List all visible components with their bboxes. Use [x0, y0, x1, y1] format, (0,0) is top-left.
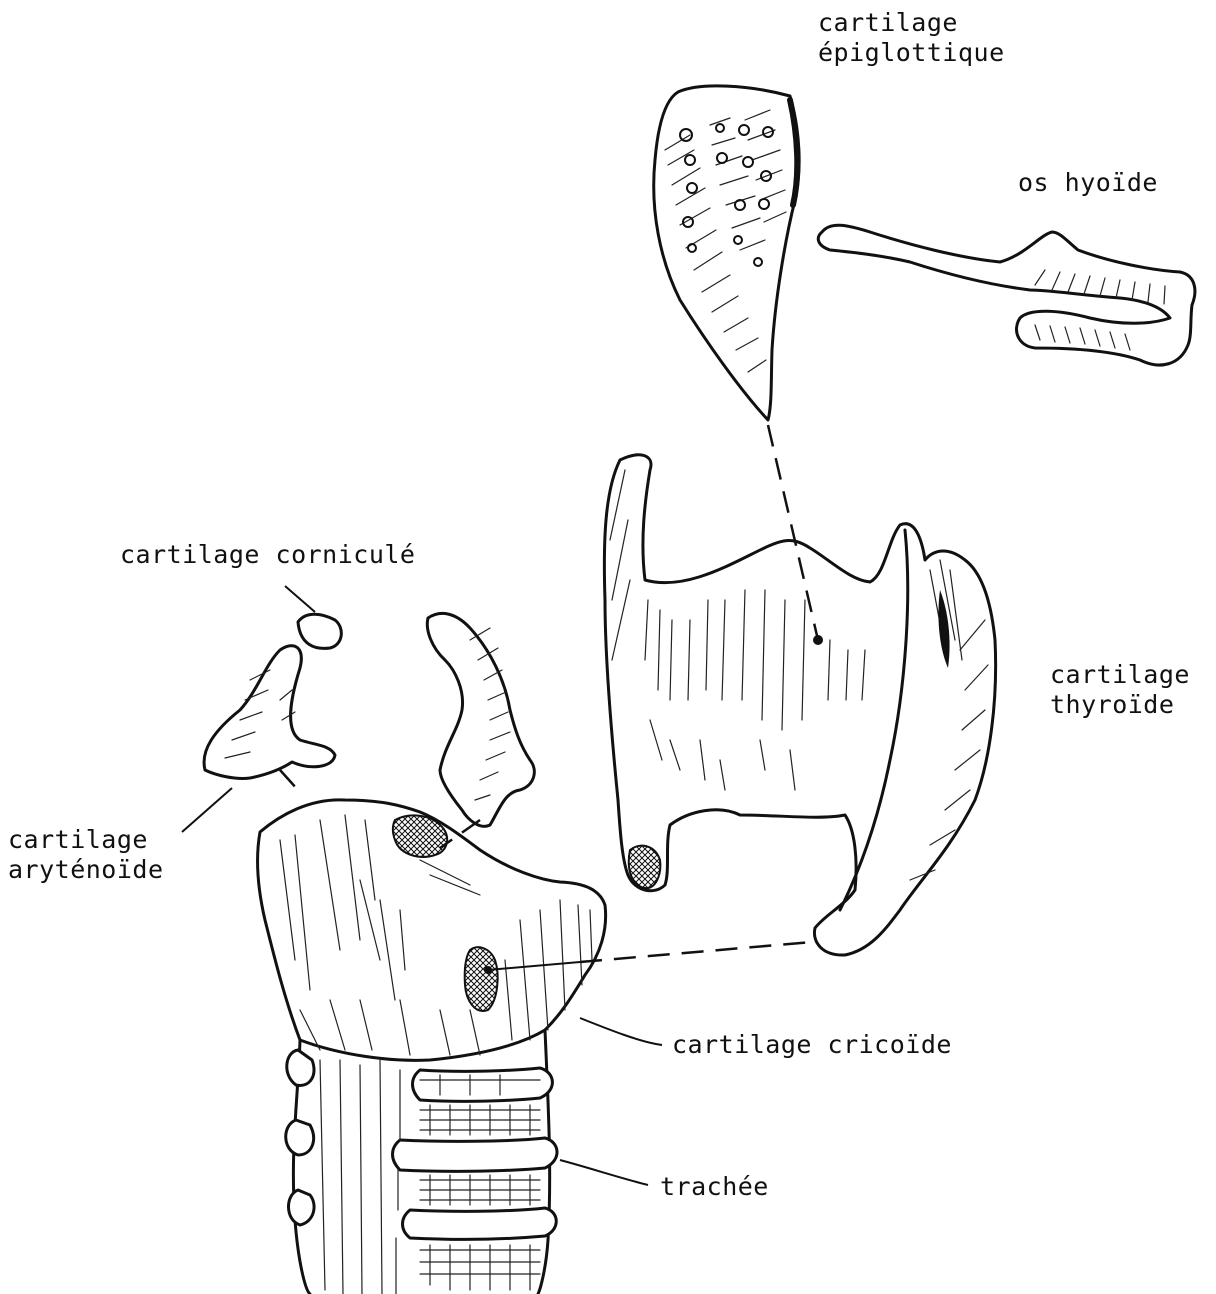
label-thyroid-line2: thyroïde: [1050, 690, 1190, 720]
label-arytenoid-line2: aryténoïde: [8, 855, 164, 885]
epiglottic-cartilage: [654, 86, 799, 420]
label-arytenoid-cartilage: cartilage aryténoïde: [8, 825, 164, 885]
label-hyoid-bone: os hyoïde: [1018, 168, 1158, 198]
label-corniculate-cartilage: cartilage corniculé: [120, 540, 415, 570]
hyoid-bone: [818, 225, 1195, 365]
label-epiglottic-line1: cartilage: [818, 8, 1005, 38]
arytenoid-cartilages: [204, 613, 534, 826]
label-cricoid-cartilage: cartilage cricoïde: [672, 1030, 952, 1060]
label-thyroid-line1: cartilage: [1050, 660, 1190, 690]
label-epiglottic-cartilage: cartilage épiglottique: [818, 8, 1005, 68]
label-epiglottic-line2: épiglottique: [818, 38, 1005, 68]
label-thyroid-cartilage: cartilage thyroïde: [1050, 660, 1190, 720]
label-arytenoid-line1: cartilage: [8, 825, 164, 855]
thyroid-cartilage: [604, 455, 995, 955]
cricoid-cartilage: [258, 800, 606, 1060]
label-trachea: trachée: [660, 1172, 769, 1202]
trachea: [286, 1030, 557, 1294]
